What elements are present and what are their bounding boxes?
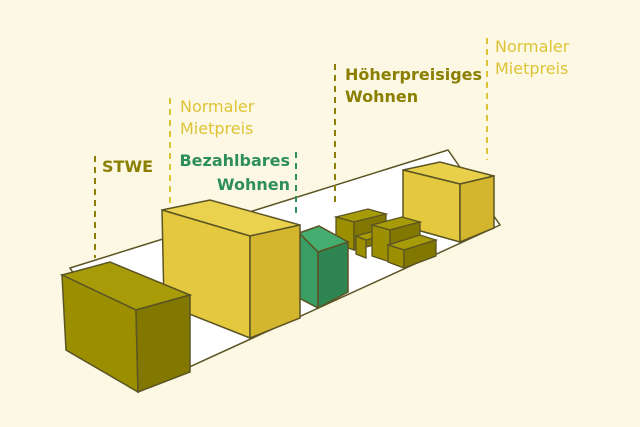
label-stwe: STWE	[102, 157, 153, 176]
label-affordable-line2: Wohnen	[217, 175, 290, 194]
label-premium-line1: Höherpreisiges	[345, 65, 482, 84]
label-premium-line2: Wohnen	[345, 87, 418, 106]
label-normal-left-line1: Normaler	[180, 97, 255, 116]
label-normal-left-line2: Mietpreis	[180, 119, 253, 138]
building-affordable	[297, 225, 350, 310]
building-normal-rent-left	[161, 199, 301, 340]
label-normal-right-line1: Normaler	[495, 37, 570, 56]
label-normal-right-line2: Mietpreis	[495, 59, 568, 78]
label-affordable-line1: Bezahlbares	[179, 151, 290, 170]
building-stwe	[59, 261, 193, 394]
